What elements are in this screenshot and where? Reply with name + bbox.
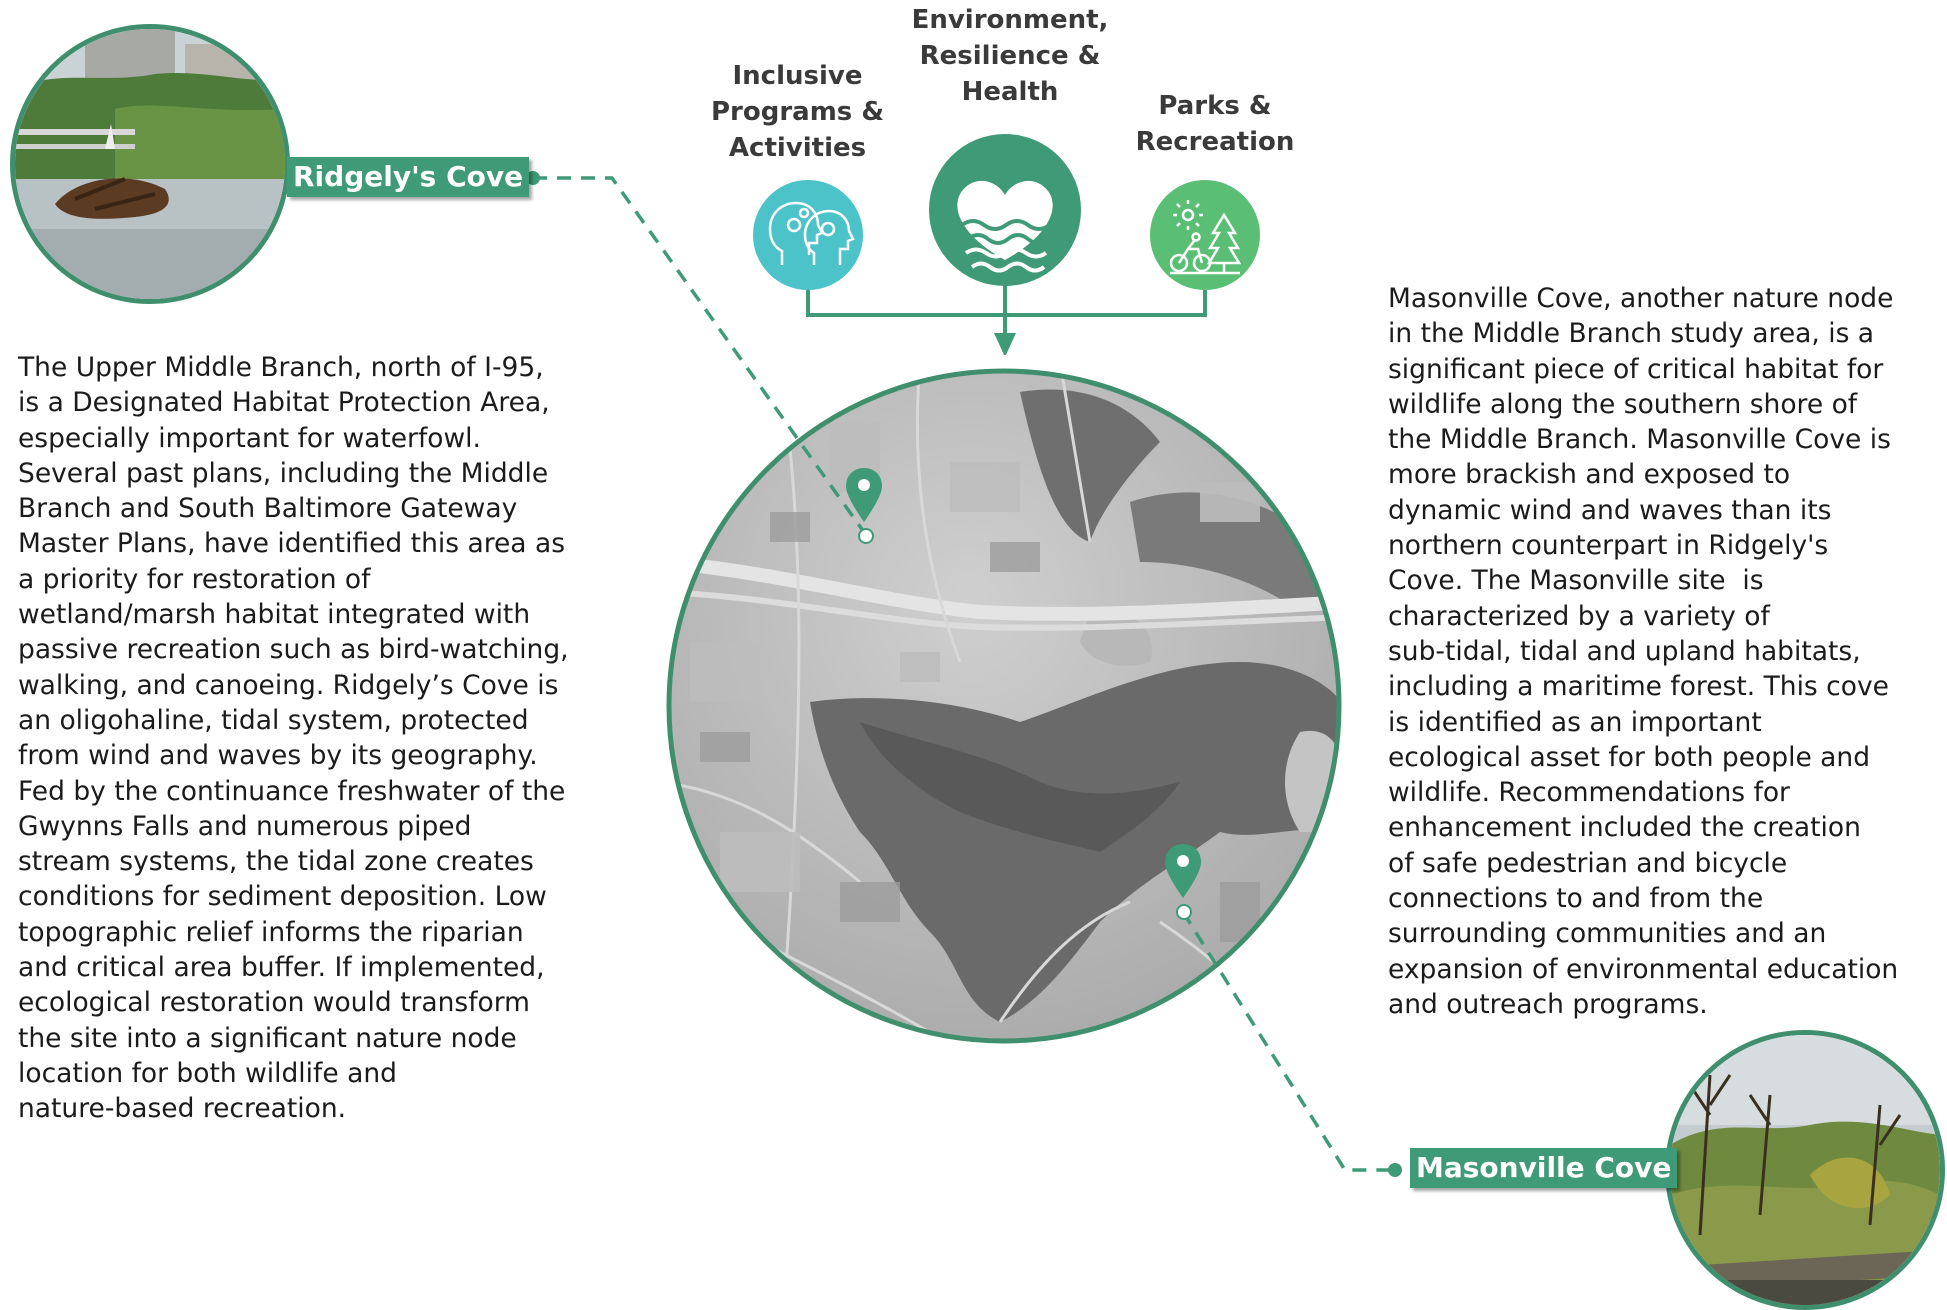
map-ring bbox=[666, 368, 1342, 1044]
ridgely-pin-icon[interactable] bbox=[846, 468, 882, 544]
masonville-cove-label[interactable]: Masonville Cove bbox=[1410, 1148, 1678, 1188]
ridgely-connector-line bbox=[533, 176, 868, 537]
masonville-description: Masonville Cove, another nature node in … bbox=[1388, 283, 1899, 1020]
theme-label-parks: Parks & Recreation bbox=[1135, 91, 1295, 157]
connector-arrow-icon bbox=[994, 333, 1016, 355]
masonville-connector-line bbox=[1181, 911, 1394, 1172]
theme-icons-group bbox=[753, 134, 1260, 355]
ridgely-description: The Upper Middle Branch, north of I-95, … bbox=[18, 352, 569, 1125]
ridgely-connector-dot bbox=[526, 171, 540, 185]
masonville-connector-dot bbox=[1388, 1163, 1402, 1177]
aerial-map bbox=[666, 368, 1342, 1044]
masonville-pin-icon[interactable] bbox=[1165, 844, 1201, 920]
theme-label-environment: Environment, Resilience & Health bbox=[911, 5, 1109, 107]
theme-label-programs: Inclusive Programs & Activities bbox=[710, 61, 884, 163]
ridgely-cove-photo bbox=[10, 24, 290, 304]
people-gears-icon bbox=[753, 180, 863, 290]
heart-waves-icon bbox=[929, 134, 1081, 286]
masonville-cove-photo bbox=[1665, 1030, 1945, 1310]
ridgely-cove-label[interactable]: Ridgely's Cove bbox=[287, 157, 530, 197]
cyclist-tree-icon bbox=[1150, 180, 1260, 290]
